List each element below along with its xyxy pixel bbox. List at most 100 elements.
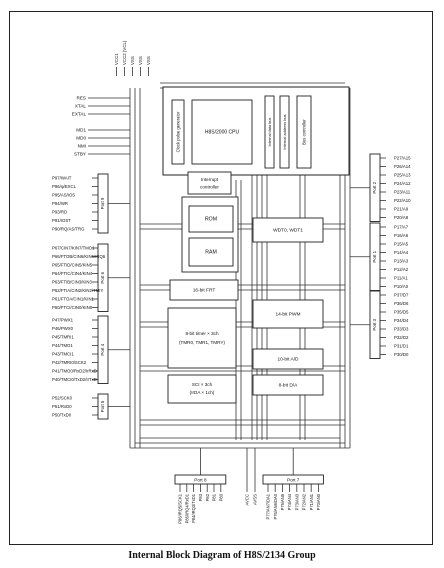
power-pin-label: VSS (138, 56, 143, 65)
port1-pin: P17/A7 (394, 225, 409, 230)
ad-block (252, 348, 324, 370)
port2-pin: P20/A8 (394, 215, 409, 220)
port8-label: Port 8 (194, 478, 207, 483)
port1-pin: P14/A4 (394, 250, 409, 255)
port2-pin: P25/A13 (394, 173, 411, 178)
timer-label-2: (TMR0, TMR1, TMRY) (179, 340, 225, 345)
control-pin-label: MD1 (76, 128, 86, 133)
port6-pin: P63/FTIB/CIN3/KIN3 (52, 280, 92, 285)
interrupt-controller (187, 171, 232, 195)
port3-pin: P35/D5 (394, 310, 409, 315)
clock-generator (171, 99, 185, 165)
pwm-block-label: 14-bit PWM (275, 312, 300, 318)
ad-block-label: 10-bit A/D (277, 357, 299, 363)
port5-pin: P52/SCK0 (52, 396, 73, 401)
port3-pin: P34/D4 (394, 318, 409, 323)
port6-pin: P60/FTCI/CIN0/KIN0 (52, 305, 93, 310)
port3-pin: P32/D2 (394, 335, 409, 340)
da-block (252, 374, 324, 396)
port9-pin: P96/φ/EXCL (52, 184, 77, 189)
port3-box (369, 290, 381, 359)
port5-pin: P50/TxD0 (52, 413, 72, 418)
control-pin-label: MD0 (76, 136, 86, 141)
port1-label: Port 1 (372, 250, 377, 262)
port7-label: Port 7 (287, 478, 300, 483)
analog-pin-label: AVCC (245, 494, 250, 506)
port4-pin: P46/PWX0 (52, 326, 74, 331)
port1-pin: P15/A5 (394, 242, 409, 247)
port4-pin: P43/TMCI1 (52, 352, 74, 357)
da-block-label: 8-bit D/A (279, 383, 298, 389)
port8-pin: P81 (212, 493, 217, 501)
sci-block (167, 374, 237, 404)
interrupt-label-2: controller (200, 185, 219, 190)
power-pin-label: VSS (130, 56, 135, 65)
port1-pin: P11/A1 (394, 276, 408, 281)
cpu-block (191, 99, 253, 165)
port6-pin: P61/FTOA/CIN1/KIN1 (52, 297, 95, 302)
analog-pin-label: AVSS (253, 494, 258, 505)
control-pin-label: NMI (78, 144, 86, 149)
control-pin-label: EXTAL (72, 112, 87, 117)
control-pin-label: XTAL (75, 104, 87, 109)
port2-pin: P24/A12 (394, 181, 411, 186)
port2-box (369, 153, 381, 222)
port2-pin: P23/A11 (394, 190, 411, 195)
port3-pin: P33/D3 (394, 327, 409, 332)
port9-pin: P94/WR (52, 201, 68, 206)
control-pin-label: RES (77, 96, 86, 101)
port4-pin: P42/TMRI0/SCK2 (52, 360, 87, 365)
frt-block (169, 279, 239, 301)
port8-pin: P85/IRQ4/RxD1 (184, 493, 189, 523)
port1-pin: P12/A2 (394, 267, 409, 272)
port7-pin: P73/AN3 (294, 493, 299, 510)
port3-label: Port 3 (372, 318, 377, 330)
port8-pin: P84/IRQ3/TxD1 (191, 493, 196, 523)
port4-pin: P40/TMCI0/TxD2/IrTxD (52, 377, 97, 382)
power-pin-label: VSS (146, 56, 151, 65)
port2-pin: P21/A9 (394, 207, 409, 212)
port8-box (174, 474, 227, 485)
port7-pin: P77/AN7/DA1 (266, 493, 271, 519)
pwm-block (252, 299, 324, 329)
port5-pin: P51/RxD0 (52, 404, 72, 409)
bus-controller (296, 95, 312, 169)
port5-box (97, 393, 109, 420)
port2-label: Port 2 (372, 181, 377, 193)
frt-block-label: 16-bit FRT (193, 288, 216, 294)
port4-label: Port 4 (100, 343, 105, 355)
power-pin-label: VCC2 (VCL) (122, 40, 127, 65)
port2-pin: P22/A10 (394, 198, 411, 203)
internal-data-bus-label: Internal data bus (267, 117, 272, 146)
port4-pin: P44/TMO1 (52, 343, 73, 348)
power-pin-label: VCC1 (114, 53, 119, 65)
port3-pin: P31/D1 (394, 344, 409, 349)
wdt-block-label: WDT0, WDT1 (273, 228, 303, 234)
rom-block (188, 205, 234, 233)
control-pin-label: STBY (74, 152, 86, 157)
port8-pin: P83 (198, 493, 203, 501)
port5-label: Port 5 (100, 400, 105, 412)
sci-label-1: SCI × 3ch (192, 382, 213, 387)
port4-box (97, 315, 109, 384)
port9-pin: P93/RD (52, 210, 67, 215)
port6-label: Port 6 (100, 271, 105, 283)
port7-pin: P70/AN0 (316, 493, 321, 510)
port9-label: Port 9 (100, 197, 105, 209)
port8-pin: P86/IRQ5/SCK1 (178, 493, 183, 524)
port3-pin: P30/D0 (394, 352, 409, 357)
port8-pin: P82 (205, 493, 210, 501)
ram-block-label: RAM (205, 250, 217, 256)
port2-pin: P27/A15 (394, 156, 411, 161)
timer-block (167, 307, 237, 369)
port4-pin: P45/TMRI1 (52, 335, 74, 340)
port1-pin: P10/A0 (394, 284, 409, 289)
port6-pin: P67/CIN7/KIN7/TMO1 (52, 246, 95, 251)
port7-pin: P76/AN6/DA0 (273, 493, 278, 519)
port9-pin: P97/WAIT (52, 176, 72, 181)
port4-pin: P47/PWX1 (52, 318, 74, 323)
internal-address-bus-label: Internal address bus (282, 114, 287, 149)
port7-pin: P75/AN5 (280, 493, 285, 510)
port1-pin: P13/A3 (394, 259, 409, 264)
